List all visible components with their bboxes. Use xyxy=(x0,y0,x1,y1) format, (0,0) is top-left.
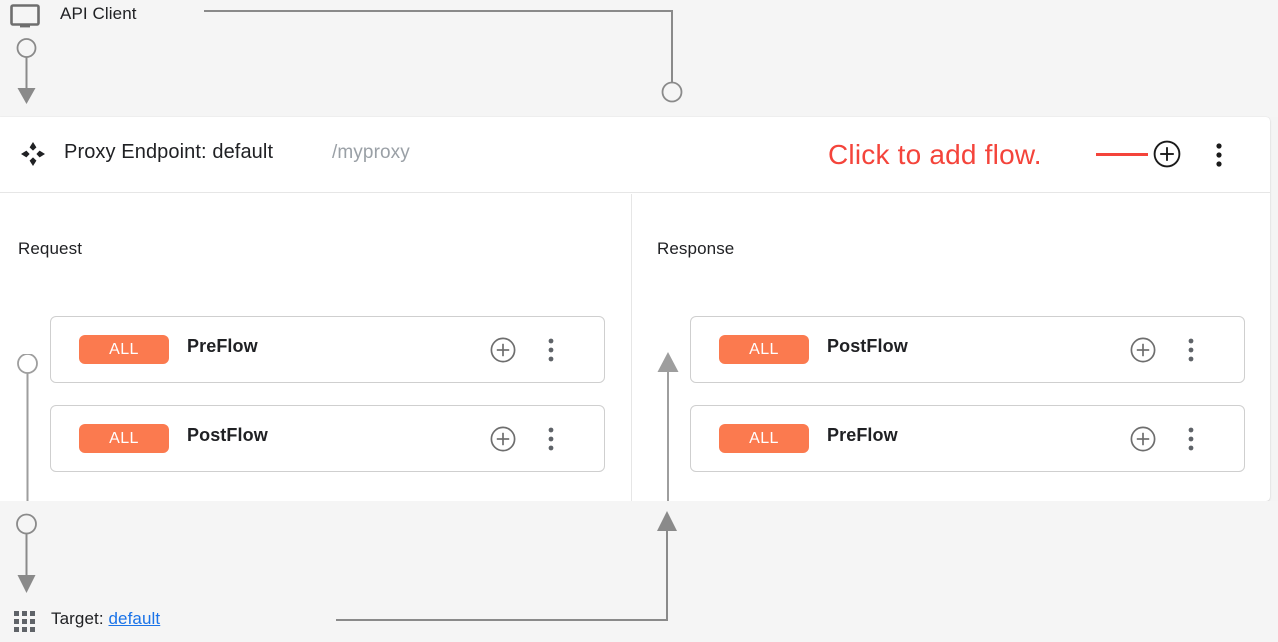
flow-name: PreFlow xyxy=(827,425,898,445)
api-client-label: API Client xyxy=(60,4,137,23)
flow-badge: ALL xyxy=(79,424,169,453)
flow-name: PostFlow xyxy=(187,425,268,445)
flow-more-vert-icon[interactable] xyxy=(1182,426,1200,452)
add-policy-button[interactable] xyxy=(1130,337,1156,363)
add-policy-button[interactable] xyxy=(490,337,516,363)
response-heading: Response xyxy=(657,239,735,258)
target-prefix: Target: xyxy=(51,609,109,628)
proxy-endpoint-more-vert-icon[interactable] xyxy=(1209,141,1229,169)
flow-card-response-preflow[interactable]: ALL PreFlow xyxy=(690,405,1245,472)
request-heading: Request xyxy=(18,239,83,258)
flow-card-request-postflow[interactable]: ALL PostFlow xyxy=(50,405,605,472)
grid-apps-icon xyxy=(14,611,36,633)
proxy-endpoint-panel: Proxy Endpoint: default /myproxy Click t… xyxy=(0,117,1270,552)
target-default-link[interactable]: default xyxy=(108,609,161,628)
add-flow-button[interactable] xyxy=(1153,140,1181,168)
annotation-pointer-line xyxy=(1096,153,1148,156)
flow-more-vert-icon[interactable] xyxy=(542,337,560,363)
monitor-icon xyxy=(10,4,40,28)
target-label: Target: default xyxy=(51,609,160,629)
flow-card-request-preflow[interactable]: ALL PreFlow xyxy=(50,316,605,383)
flow-name: PostFlow xyxy=(827,336,908,356)
target-band: Target: default xyxy=(0,501,1278,642)
target-request-connector xyxy=(16,513,37,593)
proxy-endpoint-header: Proxy Endpoint: default /myproxy Click t… xyxy=(0,117,1270,193)
request-column: Request ALL PreFlow xyxy=(0,194,631,548)
flow-more-vert-icon[interactable] xyxy=(1182,337,1200,363)
page-title: Proxy Endpoint: default xyxy=(64,141,274,163)
target-response-connector xyxy=(336,511,677,621)
annotation-click-to-add-flow: Click to add flow. xyxy=(828,139,1042,170)
flow-name: PreFlow xyxy=(187,336,258,356)
api-client-band: API Client xyxy=(0,0,1278,117)
flow-card-response-postflow[interactable]: ALL PostFlow xyxy=(690,316,1245,383)
flow-badge: ALL xyxy=(79,335,169,364)
move-handle-icon[interactable] xyxy=(20,141,46,167)
add-policy-button[interactable] xyxy=(490,426,516,452)
client-request-connector xyxy=(16,38,37,104)
flow-more-vert-icon[interactable] xyxy=(542,426,560,452)
add-policy-button[interactable] xyxy=(1130,426,1156,452)
flow-badge: ALL xyxy=(719,424,809,453)
client-response-connector xyxy=(204,10,683,103)
flow-badge: ALL xyxy=(719,335,809,364)
response-column: Response ALL PostFlow xyxy=(631,194,1270,552)
proxy-basepath: /myproxy xyxy=(332,142,410,163)
